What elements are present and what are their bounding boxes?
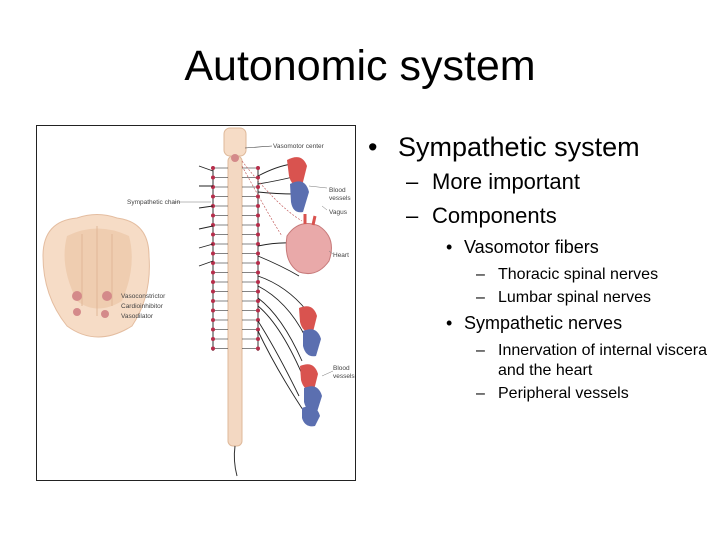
ganglion bbox=[256, 185, 260, 189]
ganglion bbox=[256, 308, 260, 313]
anatomy-diagram: Vasoconstrictor Cardioinhibitor Vasodila… bbox=[42, 127, 355, 477]
ganglion bbox=[211, 346, 215, 351]
ganglion bbox=[211, 175, 215, 180]
bullet-more-important: – More important bbox=[368, 168, 713, 196]
dash-marker: – bbox=[406, 169, 419, 194]
bullet-text: Sympathetic system bbox=[398, 132, 640, 162]
label-vagus: Vagus bbox=[329, 209, 348, 216]
label-blood-lower: Blood bbox=[333, 365, 350, 372]
leader-lines bbox=[173, 185, 334, 377]
ganglion bbox=[211, 194, 215, 199]
ganglion bbox=[256, 299, 260, 303]
autonomic-nervous-system-illustration: Vasoconstrictor Cardioinhibitor Vasodila… bbox=[36, 125, 356, 481]
dash-marker: – bbox=[476, 342, 485, 359]
bullet-sympathetic-nerves: • Sympathetic nerves bbox=[368, 312, 713, 335]
ganglion bbox=[256, 337, 260, 341]
dash-marker: – bbox=[476, 385, 485, 402]
dash-marker: – bbox=[476, 289, 485, 306]
ganglion bbox=[211, 251, 215, 256]
ganglion bbox=[211, 261, 215, 265]
ganglion bbox=[256, 327, 260, 332]
bullet-thoracic-spinal-nerves: – Thoracic spinal nerves bbox=[368, 265, 713, 285]
bullet-marker: • bbox=[446, 237, 453, 257]
bullet-sympathetic-system: • Sympathetic system bbox=[368, 130, 713, 164]
ganglion bbox=[211, 337, 215, 341]
ganglion bbox=[256, 166, 260, 170]
ganglion bbox=[211, 308, 215, 313]
ganglion bbox=[211, 289, 215, 294]
bullet-innervation: – Innervation of internal viscera and th… bbox=[368, 341, 713, 381]
ganglion bbox=[211, 327, 215, 332]
label-blood-upper: Blood bbox=[329, 187, 346, 194]
brainstem-section bbox=[42, 214, 150, 338]
bullet-text: Lumbar spinal nerves bbox=[498, 289, 651, 306]
ganglion bbox=[256, 318, 260, 322]
chain-ganglia bbox=[211, 166, 260, 351]
ganglion bbox=[256, 289, 260, 294]
ganglion bbox=[256, 346, 260, 351]
upper-blood-vessels bbox=[287, 157, 309, 213]
ganglion bbox=[256, 204, 260, 208]
slide-title: Autonomic system bbox=[184, 42, 536, 90]
bullet-text: Thoracic spinal nerves bbox=[498, 266, 659, 283]
label-cardioinhibitor: Cardioinhibitor bbox=[121, 303, 164, 310]
bullet-peripheral-vessels: – Peripheral vessels bbox=[368, 384, 713, 404]
heart bbox=[285, 214, 332, 275]
ganglion bbox=[256, 242, 260, 246]
dash-marker: – bbox=[476, 266, 485, 283]
label-vessels-upper: vessels bbox=[329, 195, 351, 202]
label-heart: Heart bbox=[333, 252, 349, 259]
dash-marker: – bbox=[406, 203, 419, 228]
ganglion bbox=[211, 318, 215, 322]
bullet-text: Sympathetic nerves bbox=[464, 313, 623, 333]
ganglion bbox=[256, 270, 260, 275]
ganglion bbox=[256, 223, 260, 227]
label-vasomotor-center: Vasomotor center bbox=[273, 143, 325, 150]
ganglion bbox=[211, 166, 215, 170]
ganglion bbox=[211, 213, 215, 218]
bullet-text: Innervation of internal viscera and the … bbox=[498, 342, 707, 379]
ganglion bbox=[211, 232, 215, 237]
bullet-marker: • bbox=[446, 313, 453, 333]
ganglion bbox=[211, 299, 215, 303]
ganglion bbox=[211, 280, 215, 284]
bullet-list: • Sympathetic system – More important – … bbox=[368, 130, 713, 407]
bullet-text: More important bbox=[432, 169, 580, 194]
bullet-text: Peripheral vessels bbox=[498, 385, 629, 402]
bullet-vasomotor-fibers: • Vasomotor fibers bbox=[368, 236, 713, 259]
ganglion bbox=[256, 175, 260, 180]
bullet-lumbar-spinal-nerves: – Lumbar spinal nerves bbox=[368, 288, 713, 308]
ganglion bbox=[211, 270, 215, 275]
ganglion bbox=[256, 251, 260, 256]
ganglion bbox=[256, 213, 260, 218]
spinal-cord bbox=[223, 127, 247, 477]
bullet-components: – Components bbox=[368, 202, 713, 230]
label-vasoconstrictor: Vasoconstrictor bbox=[121, 293, 166, 300]
bullet-text: Components bbox=[432, 203, 557, 228]
label-vasodilator: Vasodilator bbox=[121, 313, 154, 320]
ganglion bbox=[256, 261, 260, 265]
ganglion bbox=[256, 280, 260, 284]
ganglion bbox=[256, 232, 260, 237]
label-vessels-lower: vessels bbox=[333, 373, 355, 380]
label-sympathetic-chain: Sympathetic chain bbox=[127, 199, 180, 206]
bullet-marker: • bbox=[368, 132, 378, 162]
bullet-text: Vasomotor fibers bbox=[464, 237, 599, 257]
lower-blood-vessels bbox=[299, 306, 322, 427]
nerve-fibers bbox=[198, 163, 308, 417]
